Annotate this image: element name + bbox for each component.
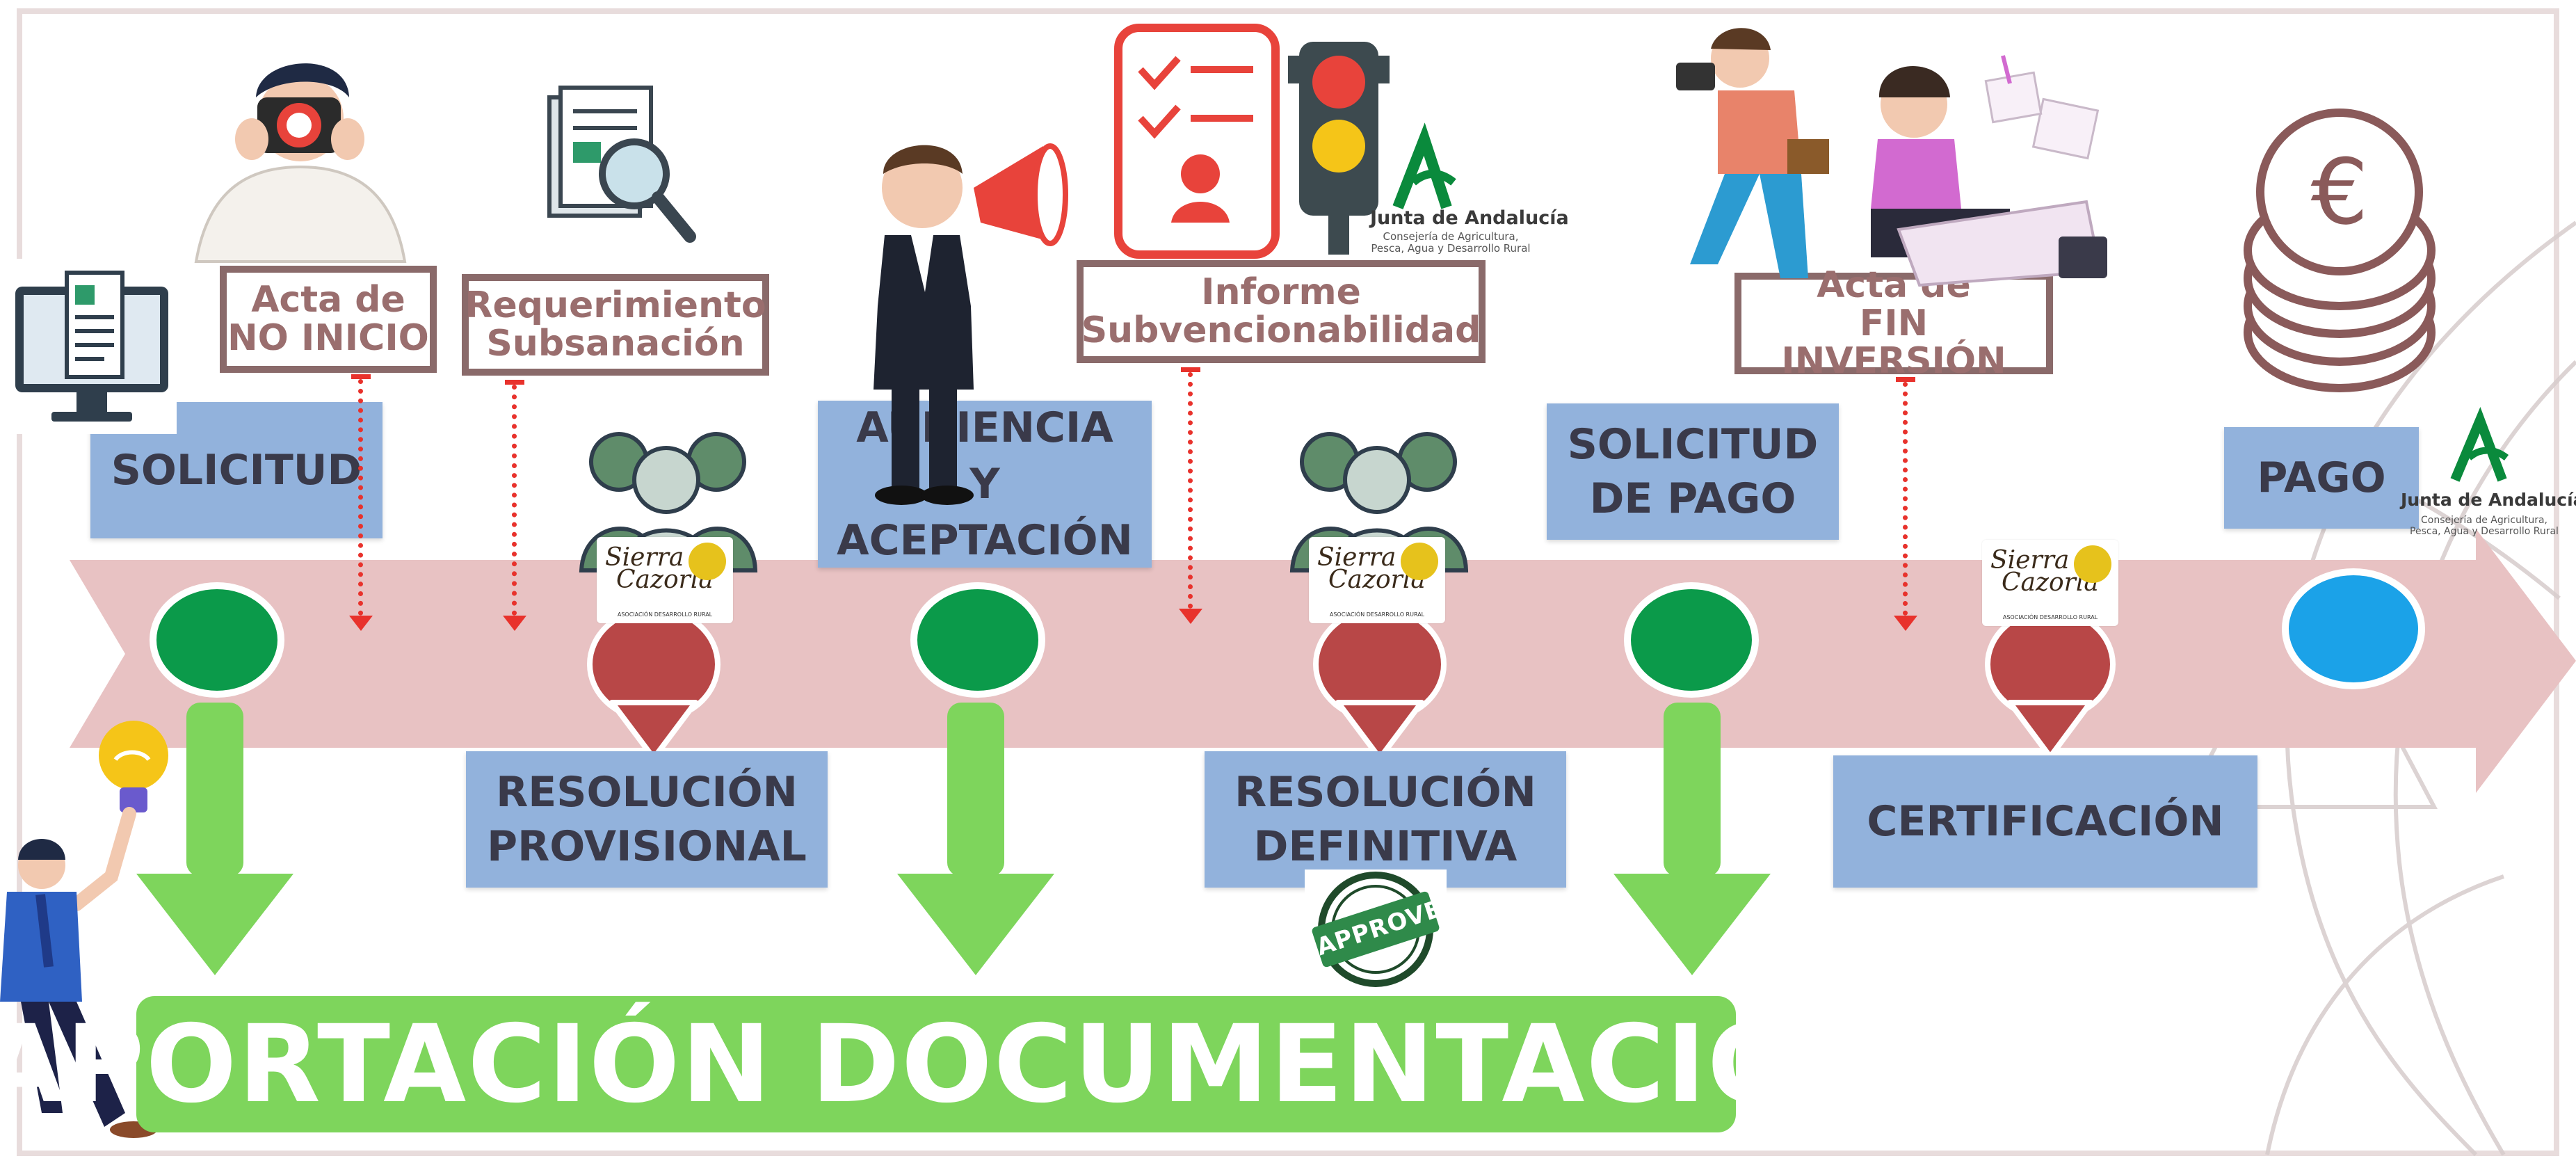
checklist-icon — [1114, 24, 1280, 259]
doc-acta-no-inicio: Acta de NO INICIO — [220, 266, 437, 373]
dotted-arrow-cap — [1181, 367, 1200, 372]
milestone-solicitud-pago — [1624, 582, 1759, 698]
sierra-logo-caption: ASOCIACIÓN DESARROLLO RURAL — [1329, 611, 1425, 618]
outer-frame — [17, 8, 2559, 1156]
milestone-pago — [2282, 568, 2425, 689]
step-audiencia: AUDIENCIA Y ACEPTACIÓN — [818, 401, 1152, 568]
dotted-arrow-head — [1894, 616, 1917, 631]
dotted-arrow-cap — [351, 374, 371, 379]
step-certificacion: CERTIFICACIÓN — [1833, 755, 2257, 888]
dotted-arrow-cap — [505, 380, 524, 385]
document-search-icon — [531, 77, 701, 259]
down-arrow-3 — [1613, 703, 1771, 975]
stressed-woman-icon — [1871, 55, 2107, 287]
dotted-arrow-head — [349, 616, 373, 631]
junta-logo-subtitle: Consejería de Agricultura, Pesca, Agua y… — [1371, 230, 1531, 255]
milestone-solicitud — [150, 582, 284, 698]
junta-andalucia-logo-icon — [1392, 122, 1456, 209]
dotted-arrow-no-inicio — [358, 379, 363, 616]
junta-logo-name: Junta de Andalucía — [1370, 207, 1569, 229]
step-resolucion-provisional: RESOLUCIÓN PROVISIONAL — [466, 751, 828, 888]
dotted-arrow-cap — [1896, 377, 1915, 382]
down-arrow-2 — [897, 703, 1054, 975]
photographer-icon — [194, 63, 407, 263]
idea-person-icon — [0, 721, 168, 1138]
megaphone-man-icon — [874, 143, 1068, 505]
sierra-logo-sun — [2074, 545, 2111, 583]
coins-euro-icon — [2244, 109, 2436, 392]
junta-logo-subtitle: Consejería de Agricultura, Pesca, Agua y… — [2410, 515, 2559, 538]
sierra-logo-caption: ASOCIACIÓN DESARROLLO RURAL — [2002, 614, 2098, 620]
computer-document-icon — [6, 259, 177, 434]
traffic-light-icon — [1288, 42, 1390, 255]
aportacion-documentacion-banner: APORTACIÓN DOCUMENTACIÓN — [0, 996, 1890, 1132]
dotted-arrow-requerimiento — [512, 385, 517, 616]
junta-logo-name: Junta de Andalucía — [2401, 490, 2576, 510]
approved-stamp-icon — [1305, 870, 1447, 989]
milestone-audiencia — [910, 582, 1045, 698]
step-solicitud-pago: SOLICITUD DE PAGO — [1547, 403, 1839, 540]
euro-symbol: € — [2310, 139, 2369, 245]
milestone-certificacion — [1985, 607, 2116, 760]
step-solicitud: SOLICITUD — [90, 402, 383, 538]
doc-requerimiento: Requerimiento Subsanación — [462, 274, 769, 376]
sierra-logo-sun — [689, 543, 726, 580]
doc-informe: Informe Subvencionabilidad — [1077, 260, 1486, 363]
dotted-arrow-informe — [1188, 372, 1193, 609]
sierra-logo-caption: ASOCIACIÓN DESARROLLO RURAL — [617, 611, 713, 618]
dotted-arrow-head — [503, 616, 526, 631]
down-arrow-1 — [136, 703, 293, 975]
tourist-photographer-icon — [1676, 28, 1829, 278]
dotted-arrow-head — [1179, 609, 1202, 624]
step-pago: PAGO — [2224, 427, 2419, 529]
sierra-logo-sun — [1401, 543, 1438, 580]
dotted-arrow-acta-fin — [1903, 382, 1908, 616]
milestone-resolucion-provisional — [587, 606, 721, 761]
step-resolucion-definitiva: RESOLUCIÓN DEFINITIVA — [1205, 751, 1566, 888]
junta-andalucia-logo-icon — [2450, 406, 2509, 482]
